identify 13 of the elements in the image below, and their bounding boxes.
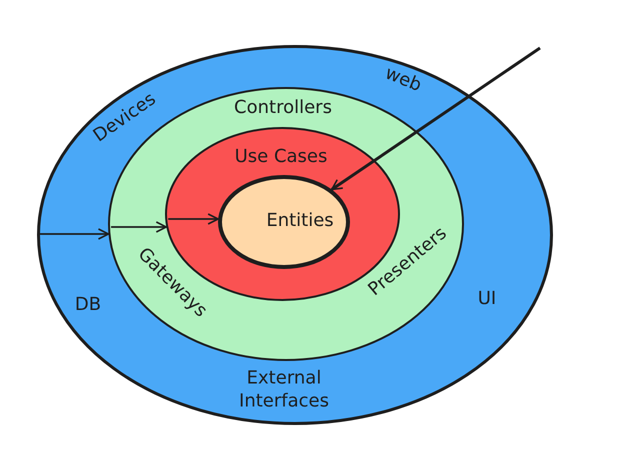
middle-ring-label: Controllers bbox=[234, 96, 332, 120]
ring-ellipse bbox=[37, 45, 553, 425]
arrow bbox=[168, 213, 219, 225]
ring-ellipse bbox=[218, 175, 350, 269]
arrow bbox=[330, 46, 541, 191]
outer-ring-label: UI bbox=[478, 288, 496, 310]
core-label: Entities bbox=[266, 210, 334, 232]
outer-ring-label: DB bbox=[74, 294, 102, 316]
outer-ring-label: web bbox=[382, 62, 424, 98]
arrow bbox=[111, 221, 168, 233]
arrow bbox=[40, 228, 110, 240]
inner-ring-label: Use Cases bbox=[234, 146, 328, 168]
outer-ring-label: External Interfaces bbox=[238, 368, 330, 412]
